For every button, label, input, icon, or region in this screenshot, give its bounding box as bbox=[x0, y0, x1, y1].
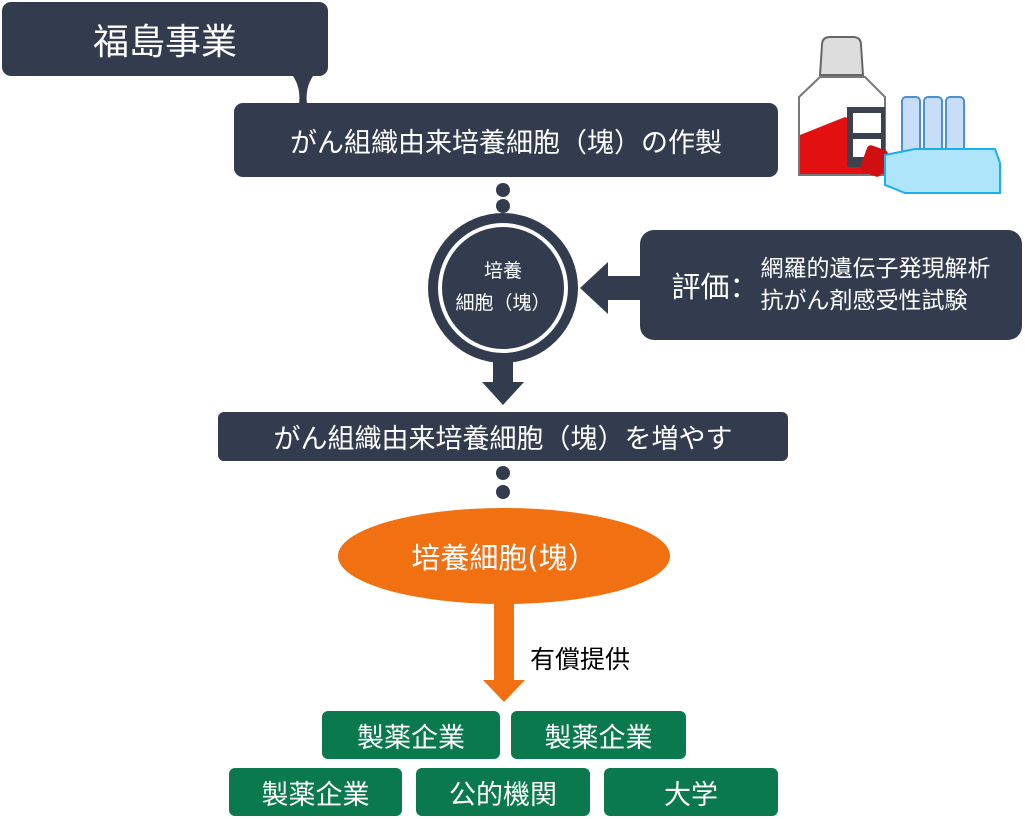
recipient-pharma: 製薬企業 bbox=[322, 711, 500, 759]
step-expand-culture: がん組織由来培養細胞（塊）を増やす bbox=[218, 412, 788, 461]
connector-dot bbox=[496, 199, 510, 213]
callout-tail bbox=[293, 76, 313, 104]
recipient-text: 大学 bbox=[664, 779, 718, 811]
lab-equipment-illustration bbox=[798, 36, 1001, 194]
evaluation-box: 評価： 網羅的遺伝子発現解析 抗がん剤感受性試験 bbox=[640, 230, 1022, 340]
product-ellipse: 培養細胞(塊） bbox=[338, 508, 670, 604]
title-text: 福島事業 bbox=[92, 22, 237, 63]
connector-dot bbox=[496, 466, 510, 480]
culture-circle: 培養 細胞（塊） bbox=[428, 255, 578, 319]
step-expand-culture-text: がん組織由来培養細胞（塊）を増やす bbox=[273, 424, 733, 455]
recipient-text: 公的機関 bbox=[449, 779, 557, 811]
recipient-text: 製薬企業 bbox=[261, 779, 370, 811]
connector-dot bbox=[496, 485, 510, 499]
arrow-label: 有償提供 bbox=[530, 645, 631, 674]
step-create-culture-text: がん組織由来培養細胞（塊）の作製 bbox=[290, 127, 722, 159]
product-text: 培養細胞(塊） bbox=[411, 541, 597, 575]
evaluation-item: 網羅的遺伝子発現解析 bbox=[760, 256, 991, 282]
step-create-culture: がん組織由来培養細胞（塊）の作製 bbox=[234, 103, 778, 177]
recipient-public-institution: 公的機関 bbox=[416, 768, 590, 816]
recipient-text: 製薬企業 bbox=[544, 722, 653, 754]
recipient-pharma: 製薬企業 bbox=[229, 768, 402, 816]
recipient-pharma: 製薬企業 bbox=[511, 711, 686, 759]
circle-line2: 細胞（塊） bbox=[455, 292, 551, 314]
recipient-university: 大学 bbox=[604, 768, 778, 816]
evaluation-label: 評価： bbox=[671, 270, 759, 304]
recipient-text: 製薬企業 bbox=[357, 722, 465, 754]
circle-line1: 培養 bbox=[483, 260, 522, 282]
title-box: 福島事業 bbox=[2, 2, 328, 76]
evaluation-item: 抗がん剤感受性試験 bbox=[760, 288, 968, 314]
connector-dot bbox=[496, 183, 510, 197]
